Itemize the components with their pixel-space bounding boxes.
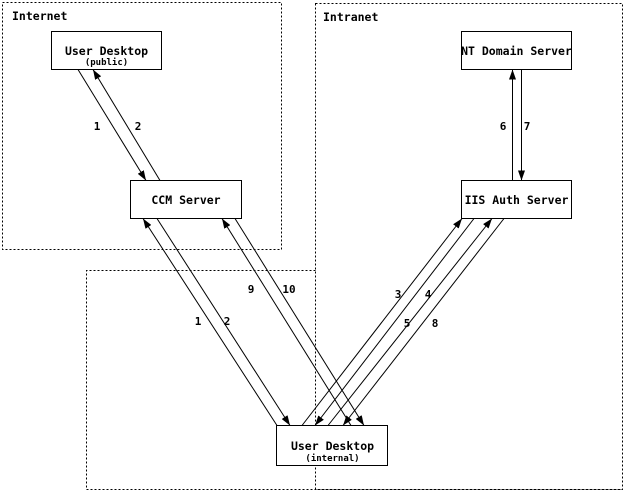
flow-label-8: 8 <box>432 317 439 330</box>
node-iis-auth-server <box>461 180 572 219</box>
flow-label-1-internal: 1 <box>195 315 202 328</box>
intranet-zone-border <box>315 3 623 490</box>
flow-label-2-public: 2 <box>135 120 142 133</box>
flow-arrow-2-ccm-to-internal-desktop <box>156 218 291 426</box>
flow-label-4: 4 <box>425 288 432 301</box>
intranet-zone-label: Intranet <box>323 10 378 24</box>
flow-arrow-8-iis-to-internal-desktop <box>342 218 505 426</box>
node-user-desktop-internal <box>276 425 388 466</box>
flow-label-3: 3 <box>395 288 402 301</box>
nt-domain-server-title: NT Domain Server <box>461 44 572 58</box>
user-desktop-public-title: User Desktop <box>65 44 148 58</box>
internal-zone-border <box>86 270 623 490</box>
flow-label-9: 9 <box>248 283 255 296</box>
node-nt-domain-server <box>461 31 572 70</box>
node-ccm-server <box>130 180 242 219</box>
flow-arrow-1-internal-desktop-to-ccm <box>142 218 278 426</box>
flow-label-10: 10 <box>282 283 295 296</box>
flow-arrow-2-ccm-to-public-desktop <box>92 69 161 181</box>
internet-zone-border <box>2 2 282 250</box>
flow-arrow-3-internal-desktop-to-iis <box>301 218 463 426</box>
ccm-server-title: CCM Server <box>151 193 220 207</box>
flow-label-6: 6 <box>500 120 507 133</box>
flow-label-2-internal: 2 <box>224 315 231 328</box>
flow-label-1-public: 1 <box>94 120 101 133</box>
flow-arrow-1-public-desktop-to-ccm <box>77 69 147 181</box>
iis-auth-server-title: IIS Auth Server <box>465 193 569 207</box>
flow-arrow-5-internal-desktop-to-iis <box>327 218 493 426</box>
internet-zone-label: Internet <box>12 9 67 23</box>
user-desktop-internal-title: User Desktop <box>291 439 374 453</box>
flow-arrow-10-ccm-to-internal-desktop <box>234 218 365 426</box>
flow-label-7: 7 <box>524 120 531 133</box>
node-user-desktop-public <box>51 31 162 70</box>
user-desktop-public-subtitle: (public) <box>85 57 128 68</box>
flow-label-5: 5 <box>404 317 411 330</box>
flow-arrow-9-internal-desktop-to-ccm <box>221 218 352 426</box>
user-desktop-internal-subtitle: (internal) <box>305 453 359 464</box>
flow-arrow-4-iis-to-internal-desktop <box>314 218 475 426</box>
